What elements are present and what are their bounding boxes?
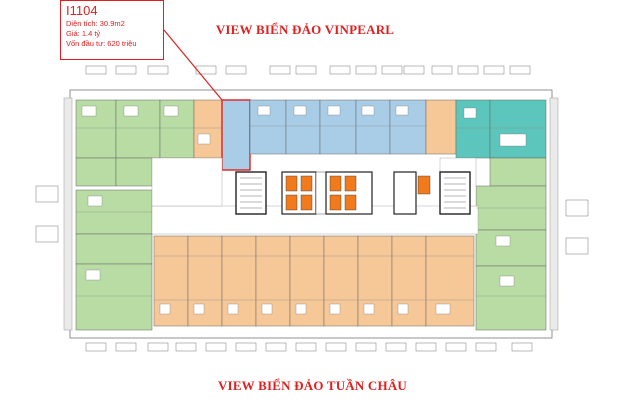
unit-orange xyxy=(153,235,189,327)
core xyxy=(235,171,471,215)
unit-green xyxy=(475,229,547,267)
unit-green xyxy=(75,233,153,265)
unit-code: I1104 xyxy=(66,3,98,18)
unit-orange xyxy=(289,235,325,327)
bottom-view-title: VIEW BIỂN ĐẢO TUẦN CHÂU xyxy=(217,378,408,393)
elevator xyxy=(285,194,298,211)
unit-green xyxy=(489,157,547,187)
unit-capital: Vốn đầu tư: 620 triệu xyxy=(66,39,137,48)
unit-green xyxy=(115,157,153,187)
left-units xyxy=(75,157,153,331)
unit-price: Giá: 1.4 tỷ xyxy=(66,29,101,38)
unit-green xyxy=(475,265,547,331)
elevator xyxy=(344,194,357,211)
elevator xyxy=(329,194,342,211)
unit-orange xyxy=(193,99,223,159)
elevator xyxy=(417,175,431,195)
unit-orange xyxy=(323,235,359,327)
unit-orange xyxy=(391,235,427,327)
unit-orange xyxy=(255,235,291,327)
highlighted-unit xyxy=(221,99,251,171)
unit-orange xyxy=(425,99,457,155)
unit-info-box: I1104 Diện tích: 30.9m2 Giá: 1.4 tỷ Vốn … xyxy=(60,0,164,60)
callout-tags xyxy=(35,65,589,352)
leader-line xyxy=(163,29,223,101)
unit-green xyxy=(75,157,117,187)
elevator xyxy=(300,175,313,192)
elevator xyxy=(329,175,342,192)
right-units xyxy=(475,157,547,331)
unit-orange xyxy=(187,235,223,327)
elevator xyxy=(300,194,313,211)
furniture xyxy=(81,105,527,315)
bottom-units xyxy=(153,235,475,327)
top-view-title: VIEW BIỂN ĐẢO VINPEARL xyxy=(215,22,395,37)
elevator xyxy=(285,175,298,192)
unit-area: Diện tích: 30.9m2 xyxy=(66,19,125,28)
elevator xyxy=(344,175,357,192)
unit-orange xyxy=(221,235,257,327)
unit-orange xyxy=(357,235,393,327)
partitions xyxy=(76,125,546,301)
unit-teal xyxy=(489,99,547,159)
